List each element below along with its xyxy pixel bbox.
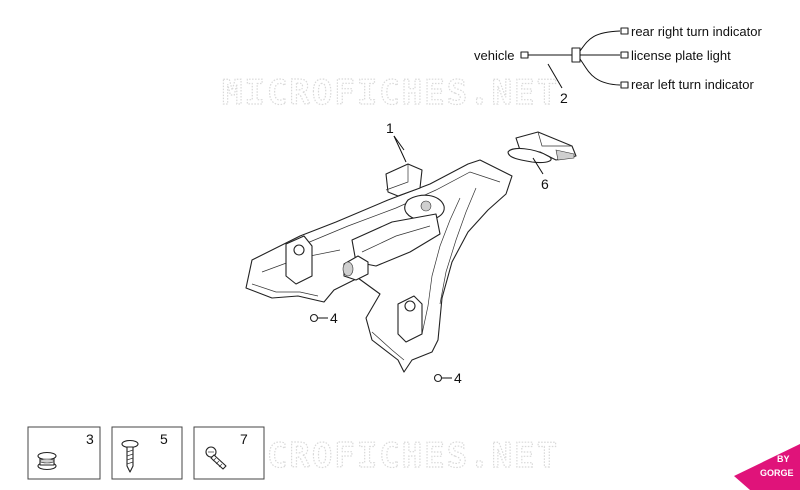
watermark-bottom: MICROFICHES.NET [222, 436, 559, 476]
callout-4-upper: 4 [330, 310, 338, 326]
hub-hole-icon [420, 200, 432, 212]
legend-box-3: 3 [27, 426, 101, 480]
by-gorge-badge: BY GORGE [734, 444, 800, 490]
left-mount-hole-icon [293, 244, 305, 256]
part-4-lower: 4 [433, 370, 462, 386]
leader-line-2 [547, 63, 563, 89]
screw-icon [121, 439, 139, 473]
grommet-icon [37, 451, 57, 471]
leader-line-6 [532, 157, 544, 175]
callout-4-lower: 4 [454, 370, 462, 386]
harness-junction-icon [571, 47, 581, 63]
callout-1: 1 [386, 120, 394, 136]
leader-line-1a [393, 135, 405, 151]
left-indicator-connector-icon [620, 81, 629, 89]
part-1-tail-support: 1 [245, 120, 513, 373]
wire-to-left-indicator [579, 58, 621, 86]
output-label-right-indicator: rear right turn indicator [631, 24, 762, 39]
wiring-harness: vehicle rear right turn indicator licens… [474, 24, 762, 106]
plate-light-connector-icon [620, 51, 629, 59]
legend-box-5: 5 [111, 426, 183, 480]
right-indicator-connector-icon [620, 27, 629, 35]
legend-number-3: 3 [86, 431, 94, 447]
part-4-upper: 4 [309, 310, 338, 326]
output-label-plate-light: license plate light [631, 48, 731, 63]
callout-2: 2 [560, 90, 568, 106]
socket-opening-icon [342, 261, 354, 277]
output-label-left-indicator: rear left turn indicator [631, 77, 755, 92]
badge-line-2: GORGE [760, 468, 794, 478]
leader-line-1b [393, 135, 407, 163]
legend-number-5: 5 [160, 431, 168, 447]
wire-to-right-indicator [579, 30, 621, 52]
legend-box-7: 7 [193, 426, 265, 480]
part-6-clip: 6 [507, 131, 577, 192]
bottom-mount-hole-icon [404, 300, 416, 312]
watermark-top: MICROFICHES.NET [222, 73, 559, 113]
badge-line-1: BY [777, 454, 790, 464]
nut-upper-icon [309, 313, 319, 323]
nut-lower-icon [433, 373, 443, 383]
vehicle-label: vehicle [474, 48, 514, 63]
callout-6: 6 [541, 176, 549, 192]
legend-number-7: 7 [240, 431, 248, 447]
self-tapping-screw-icon [205, 446, 227, 470]
vehicle-connector-icon [520, 51, 529, 59]
badge-background [734, 444, 800, 490]
